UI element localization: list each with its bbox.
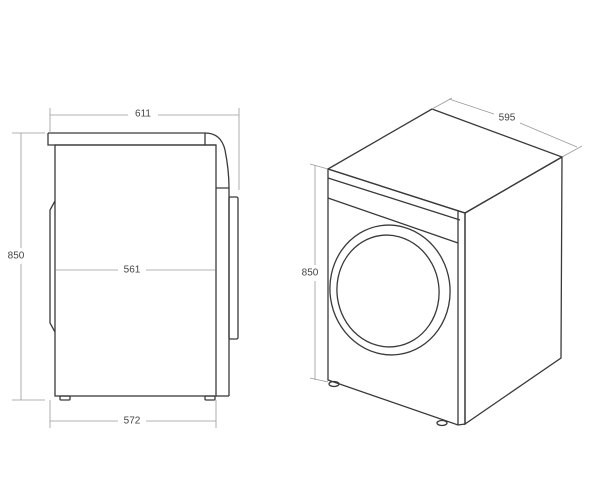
front-face: [327, 168, 466, 426]
top-panel: [47, 132, 230, 189]
body-depth-label: 561: [124, 265, 141, 276]
perspective-view: 850 595: [298, 97, 583, 427]
side-face: [464, 155, 563, 426]
rear-bump: [49, 200, 56, 333]
base-depth-label: 572: [124, 416, 141, 427]
foot-right: [436, 419, 448, 427]
overall-depth-label: 611: [135, 109, 151, 120]
top-face: [326, 108, 564, 214]
dimension-height-side: 850: [2, 132, 45, 401]
foot-rear: [59, 395, 71, 401]
dimension-width: 595: [431, 97, 583, 158]
foot-front: [204, 395, 216, 401]
height-label-perspective: 850: [302, 268, 319, 279]
door-outer: [329, 224, 451, 356]
width-label: 595: [499, 113, 516, 124]
dimension-overall-depth: 611: [49, 108, 240, 190]
dimension-height-perspective: 850: [298, 163, 329, 383]
dimension-base-depth: 572: [49, 400, 217, 428]
door-glass: [336, 234, 440, 348]
dimension-body-depth: 561: [56, 265, 215, 276]
door-profile: [228, 196, 239, 340]
control-panel-line: [327, 197, 459, 244]
foot-left: [328, 380, 340, 388]
top-edge-trim: [327, 177, 461, 221]
height-label-side: 850: [8, 251, 25, 262]
side-view: 611 850 561 572: [2, 108, 240, 428]
cabinet-body: [54, 144, 217, 397]
